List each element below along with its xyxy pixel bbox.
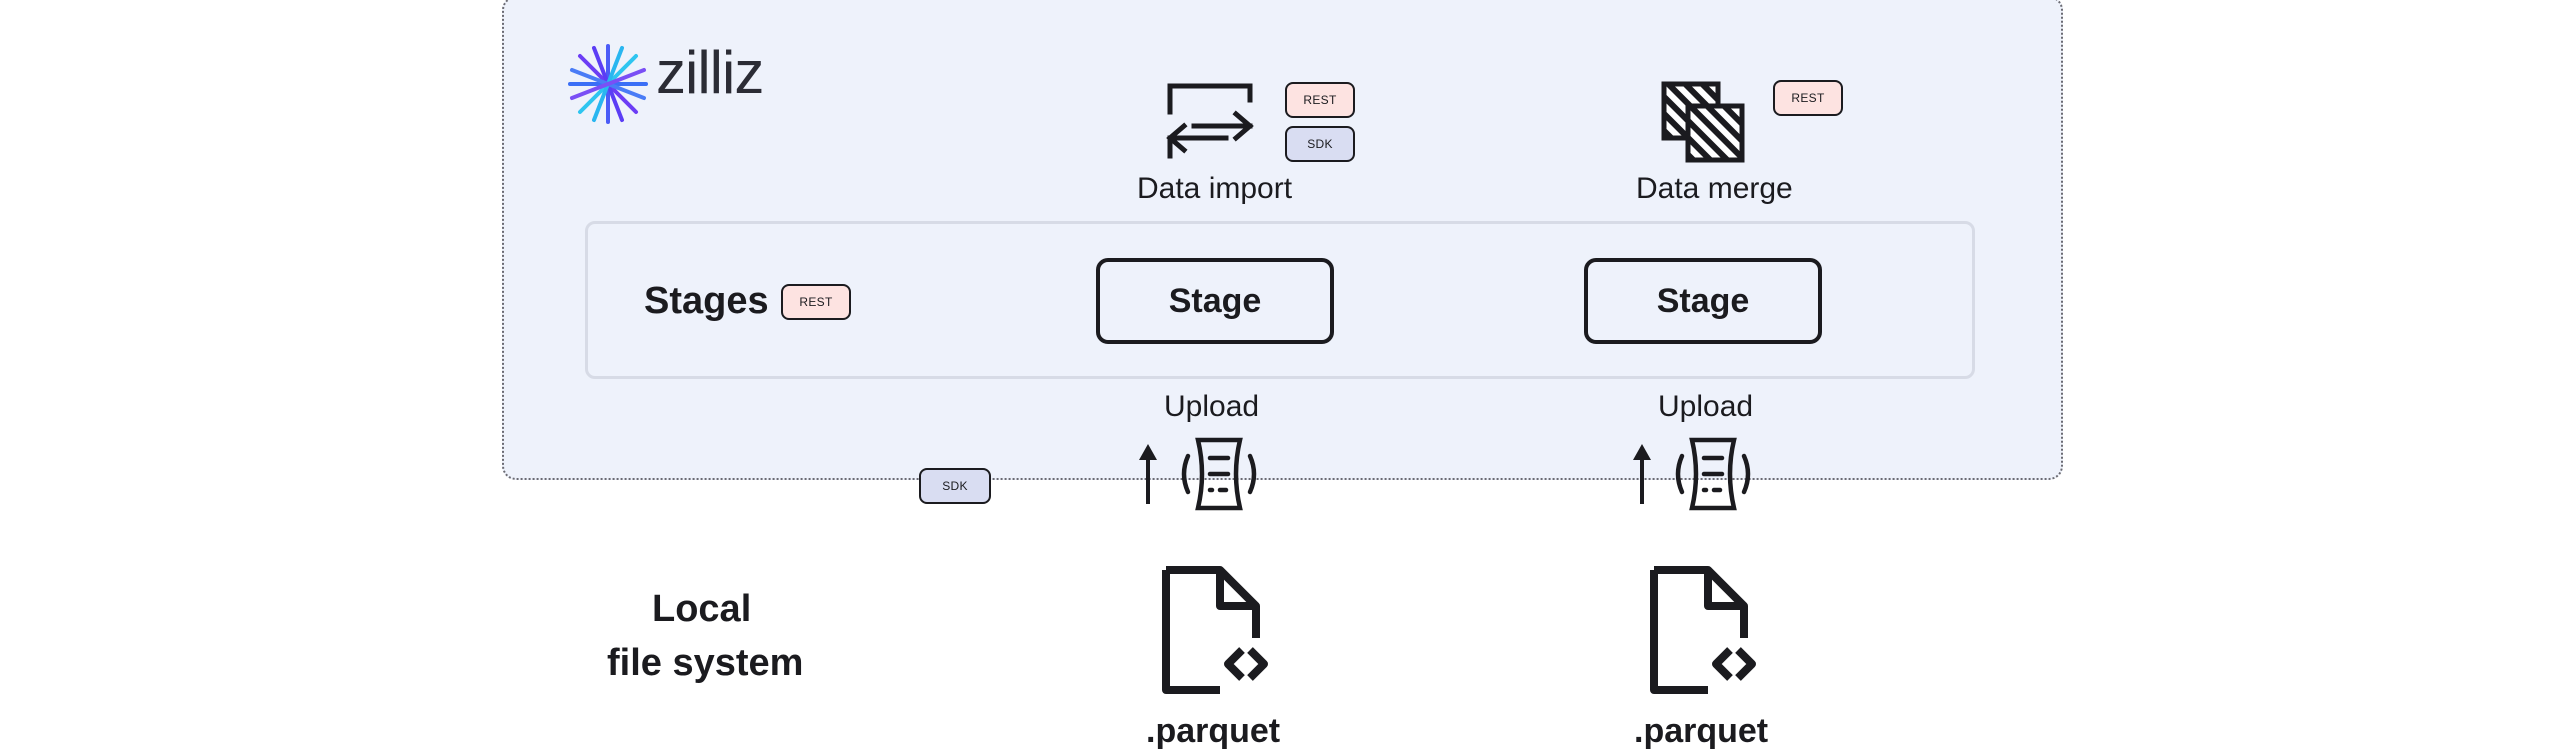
zilliz-logo-icon <box>568 44 648 124</box>
parquet-file-1-label: .parquet <box>1146 712 1281 750</box>
upload-sdk-badge: SDK <box>919 468 991 504</box>
stages-container <box>585 221 1975 379</box>
import-sdk-badge: SDK <box>1285 126 1355 162</box>
upload-label-1: Upload <box>1164 390 1260 423</box>
code-file-icon <box>1650 566 1756 694</box>
merge-rest-badge: REST <box>1773 80 1843 116</box>
stages-title: Stages <box>644 280 769 322</box>
local-title-line2: file system <box>607 642 804 684</box>
data-transfer-icon <box>1675 437 1751 511</box>
merge-squares-icon <box>1661 81 1745 163</box>
data-import-label: Data import <box>1137 172 1293 205</box>
stages-rest-badge: REST <box>781 284 851 320</box>
data-merge-label: Data merge <box>1636 172 1793 205</box>
stage-box-2: Stage <box>1584 258 1822 344</box>
parquet-file-2-label: .parquet <box>1634 712 1769 750</box>
data-transfer-icon <box>1181 437 1257 511</box>
stage-box-1: Stage <box>1096 258 1334 344</box>
code-file-icon <box>1162 566 1268 694</box>
upload-arrow-icon <box>1633 444 1651 504</box>
brand-name: zilliz <box>656 39 764 106</box>
import-rest-badge: REST <box>1285 82 1355 118</box>
import-arrows-icon <box>1166 83 1254 159</box>
upload-arrow-icon <box>1139 444 1157 504</box>
upload-label-2: Upload <box>1658 390 1754 423</box>
local-title-line1: Local <box>652 588 752 630</box>
